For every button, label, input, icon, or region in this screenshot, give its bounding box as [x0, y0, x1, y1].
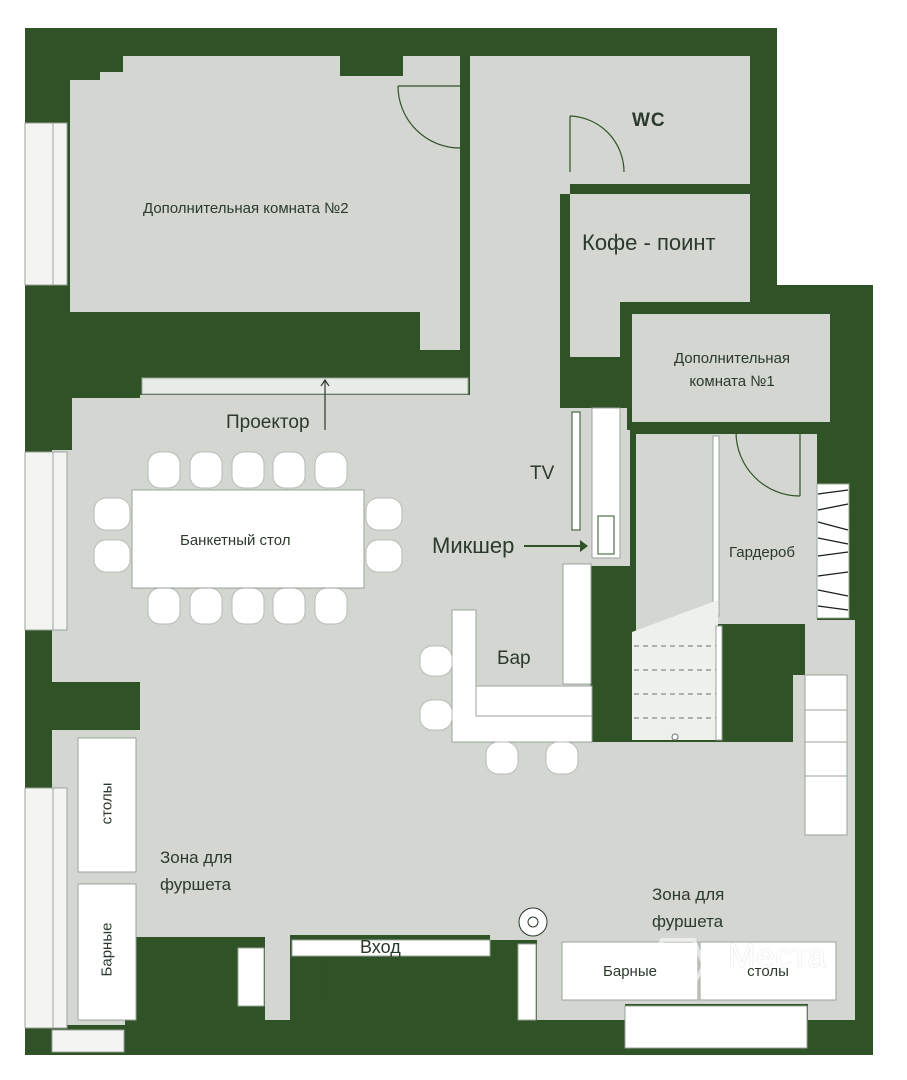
tv-label: TV [530, 463, 555, 484]
inner-walls [460, 150, 750, 742]
coffee-point-lower-floor [570, 302, 620, 357]
projector-screen [141, 377, 469, 430]
banquet-table-label: Банкетный стол [180, 532, 291, 549]
tables-left-label: столы [98, 782, 116, 825]
extra-room-2-label: Дополнительная комната №2 [143, 200, 349, 217]
bar-label: Бар [497, 648, 531, 669]
coffee-point-floor [570, 194, 750, 302]
left-windows [24, 122, 125, 1053]
doors [324, 85, 801, 1038]
banquet-chairs [93, 451, 403, 625]
bar-stools [419, 645, 579, 775]
plant-icon [518, 907, 548, 937]
wc-label: WC [632, 110, 666, 131]
wardrobe-label: Гардероб [729, 544, 795, 561]
bar-counter [451, 563, 593, 743]
buffet-zone-right-line2: фуршета [652, 912, 724, 931]
extra-room-1-label-line1: Дополнительная [673, 350, 791, 367]
entrance-frame [237, 939, 491, 1007]
buffet-zone-left-line2: фуршета [160, 875, 232, 894]
extra-room-1-floor [632, 314, 830, 422]
wardrobe-rail [712, 435, 850, 619]
extra-room-1-label-line2: комната №1 [689, 373, 775, 390]
banquet-table [131, 489, 365, 589]
right-sofa [804, 674, 848, 836]
buffet-zone-right-line1: Зона для [652, 885, 725, 904]
mixer-label: Микшер [432, 533, 515, 558]
entrance-label: Вход [360, 937, 401, 957]
wc-floor [570, 56, 750, 184]
tables-right-label: столы [747, 963, 789, 980]
buffet-tables-left [77, 737, 137, 1021]
bar-tables-right-label: Барные [603, 963, 657, 980]
bar-tables-left-label: Барные [98, 922, 116, 977]
coffee-point-label: Кофе - поинт [582, 230, 716, 255]
projector-label: Проектор [226, 412, 310, 433]
watermark-text: Места [728, 937, 827, 974]
watermark-logo-icon [647, 938, 707, 992]
extra-room-2-floor [70, 56, 460, 350]
mixer-arrow-icon [524, 540, 588, 552]
wardrobe-floor [632, 434, 817, 624]
stairs [632, 600, 723, 741]
buffet-zone-left-line1: Зона для [160, 848, 233, 867]
tv-unit [571, 407, 621, 559]
